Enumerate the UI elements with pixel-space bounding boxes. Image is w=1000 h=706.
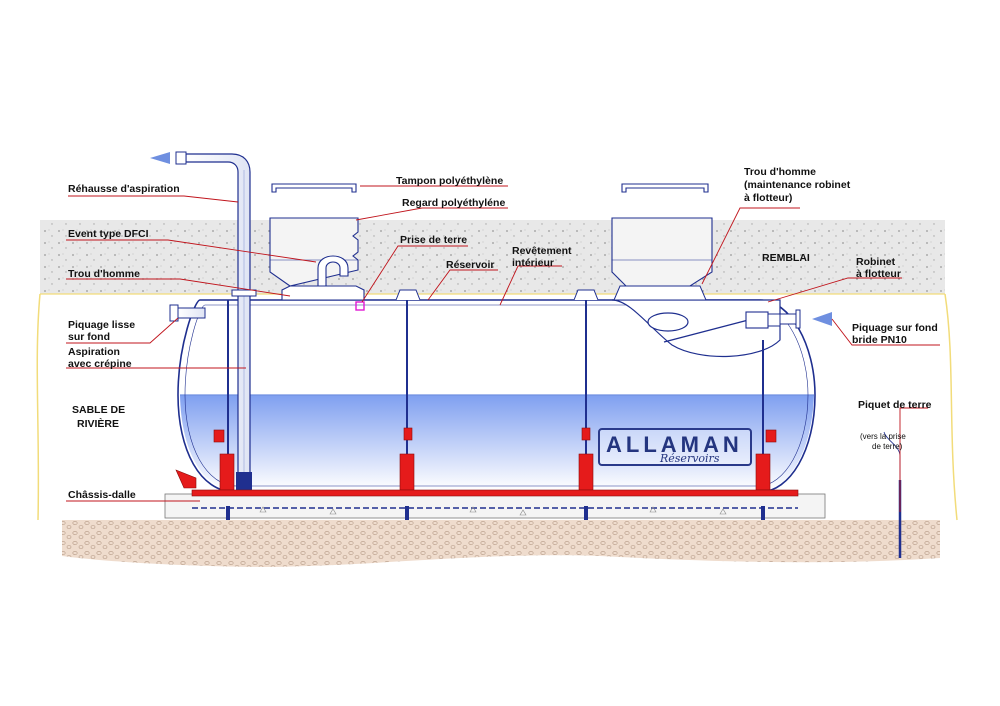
label-vers-2: de terre) bbox=[872, 442, 903, 451]
logo-name: ALLAMAN bbox=[606, 432, 743, 457]
label-trou-homme: Trou d'homme bbox=[68, 268, 140, 280]
label-regard: Regard polyéthyléne bbox=[402, 197, 506, 209]
logo-tagline: Réservoirs bbox=[660, 452, 720, 465]
label-aspiration-1: Aspiration bbox=[68, 346, 120, 358]
label-trou-homme-maint-1: Trou d'homme bbox=[744, 166, 816, 178]
backfill-layer bbox=[40, 220, 945, 294]
flange-arrow bbox=[812, 312, 832, 326]
label-sable-2: RIVIÈRE bbox=[77, 418, 120, 430]
label-revetement-2: intérieur bbox=[512, 257, 555, 269]
label-piquage-lisse-2: sur fond bbox=[68, 331, 110, 343]
left-regard bbox=[269, 217, 359, 287]
float-valve-dome bbox=[611, 299, 781, 358]
sand-right-edge bbox=[944, 293, 958, 521]
label-prise-terre: Prise de terre bbox=[400, 234, 468, 246]
suction-arrow bbox=[150, 152, 170, 164]
label-piquage-bride-1: Piquage sur fond bbox=[852, 322, 938, 334]
gravel-layer bbox=[62, 520, 940, 567]
label-chassis: Châssis-dalle bbox=[68, 489, 136, 501]
label-reservoir: Réservoir bbox=[446, 259, 495, 271]
vent-dfci bbox=[317, 255, 349, 287]
anchor-bolts bbox=[226, 506, 765, 520]
right-regard bbox=[611, 217, 713, 287]
earth-connector bbox=[355, 301, 365, 311]
left-nozzle bbox=[177, 307, 206, 319]
brand-logo: ALLAMAN bbox=[598, 428, 752, 466]
label-piquet: Piquet de terre bbox=[858, 399, 932, 411]
label-piquage-bride-2: bride PN10 bbox=[852, 334, 907, 346]
label-robinet-1: Robinet bbox=[856, 256, 896, 268]
right-flange-nozzle bbox=[779, 313, 797, 325]
red-supports bbox=[175, 427, 777, 491]
label-trou-homme-maint-3: à flotteur) bbox=[744, 192, 793, 204]
label-tampon: Tampon polyéthylène bbox=[396, 175, 504, 187]
label-aspiration-2: avec crépine bbox=[68, 358, 132, 370]
float-ball bbox=[647, 312, 689, 332]
right-lid bbox=[621, 183, 709, 193]
left-manhole-collar bbox=[281, 285, 365, 301]
label-rehausse: Réhausse d'aspiration bbox=[68, 183, 180, 195]
label-robinet-2: à flotteur bbox=[856, 268, 901, 280]
label-remblai: REMBLAI bbox=[762, 252, 810, 264]
label-vers-1: (vers la prise bbox=[860, 432, 906, 441]
leader-lines bbox=[66, 185, 940, 512]
chassis-beam bbox=[191, 489, 799, 497]
label-trou-homme-maint-2: (maintenance robinet bbox=[744, 179, 851, 191]
slab bbox=[164, 493, 826, 519]
label-event: Event type DFCI bbox=[68, 228, 149, 240]
label-piquage-lisse-1: Piquage lisse bbox=[68, 319, 136, 331]
tank-water bbox=[180, 395, 814, 490]
sand-left-edge bbox=[36, 293, 41, 521]
label-sable-1: SABLE DE bbox=[72, 404, 126, 416]
left-lid bbox=[271, 183, 357, 193]
label-revetement-1: Revêtement bbox=[512, 245, 572, 257]
